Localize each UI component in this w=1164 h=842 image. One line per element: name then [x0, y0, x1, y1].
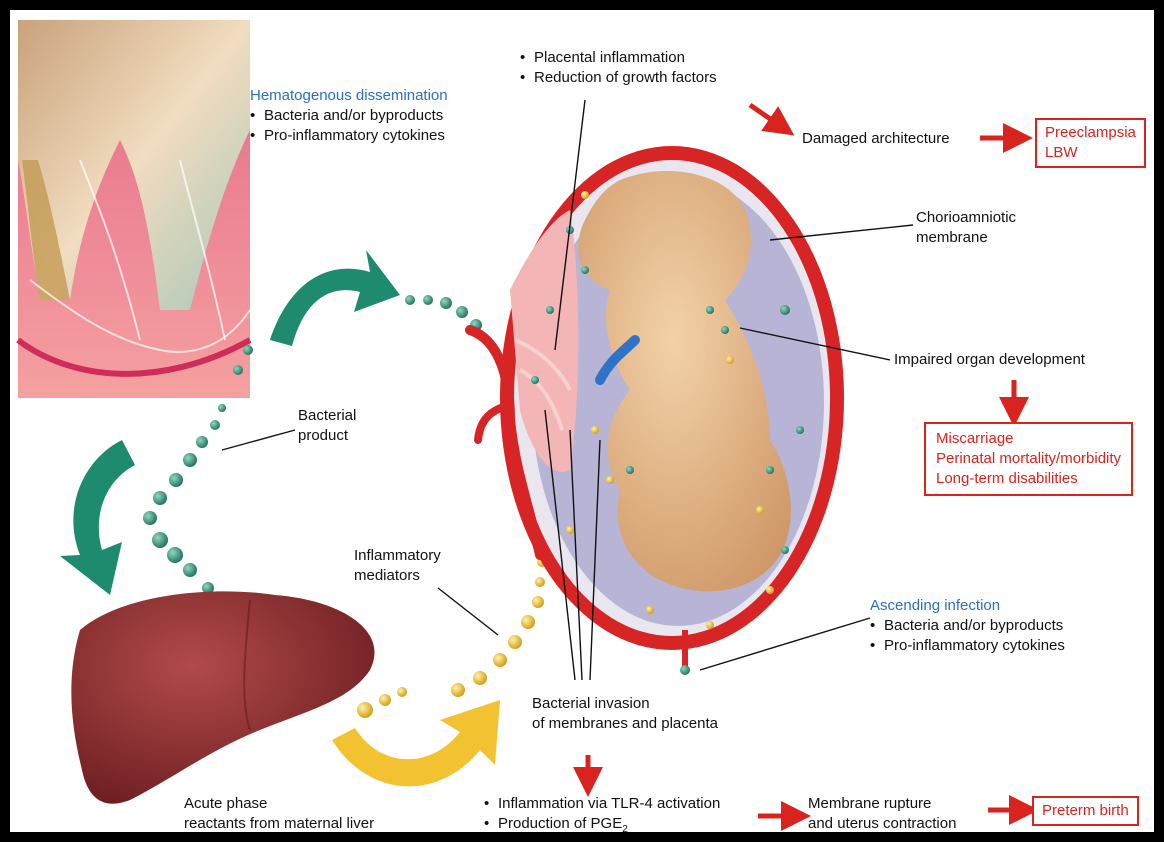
damaged-architecture-label: Damaged architecture: [802, 129, 950, 149]
bacterial-product-label: Bacterial product: [298, 406, 356, 446]
acute-phase-line1: Acute phase: [184, 794, 374, 814]
inflammatory-mediators-line1: Inflammatory: [354, 546, 441, 566]
diagram-canvas: Hematogenous dissemination Bacteria and/…: [10, 10, 1154, 832]
tlr-list: Inflammation via TLR-4 activation Produc…: [484, 794, 720, 832]
list-item: Bacteria and/or byproducts: [250, 106, 448, 126]
yellow-arrow: [332, 700, 500, 786]
outcome-miscarriage: Miscarriage: [936, 429, 1121, 449]
membrane-rupture-label: Membrane rupture and uterus contraction: [808, 794, 956, 832]
membrane-rupture-line1: Membrane rupture: [808, 794, 956, 814]
list-item: Bacteria and/or byproducts: [870, 616, 1065, 636]
chorioamniotic-line1: Chorioamniotic: [916, 208, 1016, 228]
acute-phase-line2: reactants from maternal liver: [184, 814, 374, 832]
bacterial-invasion-label: Bacterial invasion of membranes and plac…: [532, 694, 718, 734]
outcome-perinatal: Perinatal mortality/morbidity: [936, 449, 1121, 469]
acute-phase-label: Acute phase reactants from maternal live…: [184, 794, 374, 832]
bacterial-product-line1: Bacterial: [298, 406, 356, 426]
outcome-box-mid: Miscarriage Perinatal mortality/morbidit…: [924, 422, 1133, 496]
list-item: Reduction of growth factors: [520, 68, 717, 88]
bacterial-invasion-line1: Bacterial invasion: [532, 694, 718, 714]
outcome-lbw: LBW: [1045, 143, 1136, 163]
tlr-block: Inflammation via TLR-4 activation Produc…: [484, 794, 720, 832]
chorioamniotic-label: Chorioamniotic membrane: [916, 208, 1016, 248]
bacterial-invasion-line2: of membranes and placenta: [532, 714, 718, 734]
bacterial-product-line2: product: [298, 426, 356, 446]
ascending-title: Ascending infection: [870, 596, 1065, 616]
list-item: Inflammation via TLR-4 activation: [484, 794, 720, 814]
outcome-preeclampsia: Preeclampsia: [1045, 123, 1136, 143]
outcome-box-top: Preeclampsia LBW: [1035, 118, 1146, 168]
hematogenous-block: Hematogenous dissemination Bacteria and/…: [250, 86, 448, 146]
pge-text: Production of PGE: [498, 815, 622, 832]
placental-list: Placental inflammation Reduction of grow…: [520, 48, 717, 88]
list-item: Pro-inflammatory cytokines: [870, 636, 1065, 656]
liver: [71, 591, 374, 803]
inflammatory-mediators-line2: mediators: [354, 566, 441, 586]
impaired-organ-label: Impaired organ development: [894, 350, 1085, 370]
pge-subscript: 2: [622, 824, 628, 832]
teeth-gum-illustration: [18, 20, 250, 398]
green-arrow-left: [60, 440, 135, 595]
list-item: Production of PGE2: [484, 814, 720, 832]
placental-block: Placental inflammation Reduction of grow…: [520, 48, 717, 88]
list-item: Placental inflammation: [520, 48, 717, 68]
hematogenous-list: Bacteria and/or byproducts Pro-inflammat…: [250, 106, 448, 146]
chorioamniotic-line2: membrane: [916, 228, 1016, 248]
hematogenous-title: Hematogenous dissemination: [250, 86, 448, 106]
outcome-longterm: Long-term disabilities: [936, 469, 1121, 489]
list-item: Pro-inflammatory cytokines: [250, 126, 448, 146]
inflammatory-mediators-label: Inflammatory mediators: [354, 546, 441, 586]
outcome-preterm-birth: Preterm birth: [1032, 796, 1139, 826]
ascending-list: Bacteria and/or byproducts Pro-inflammat…: [870, 616, 1065, 656]
uterus-illustration: [470, 146, 844, 675]
green-arrow-top: [270, 250, 400, 346]
membrane-rupture-line2: and uterus contraction: [808, 814, 956, 832]
ascending-block: Ascending infection Bacteria and/or bypr…: [870, 596, 1065, 656]
